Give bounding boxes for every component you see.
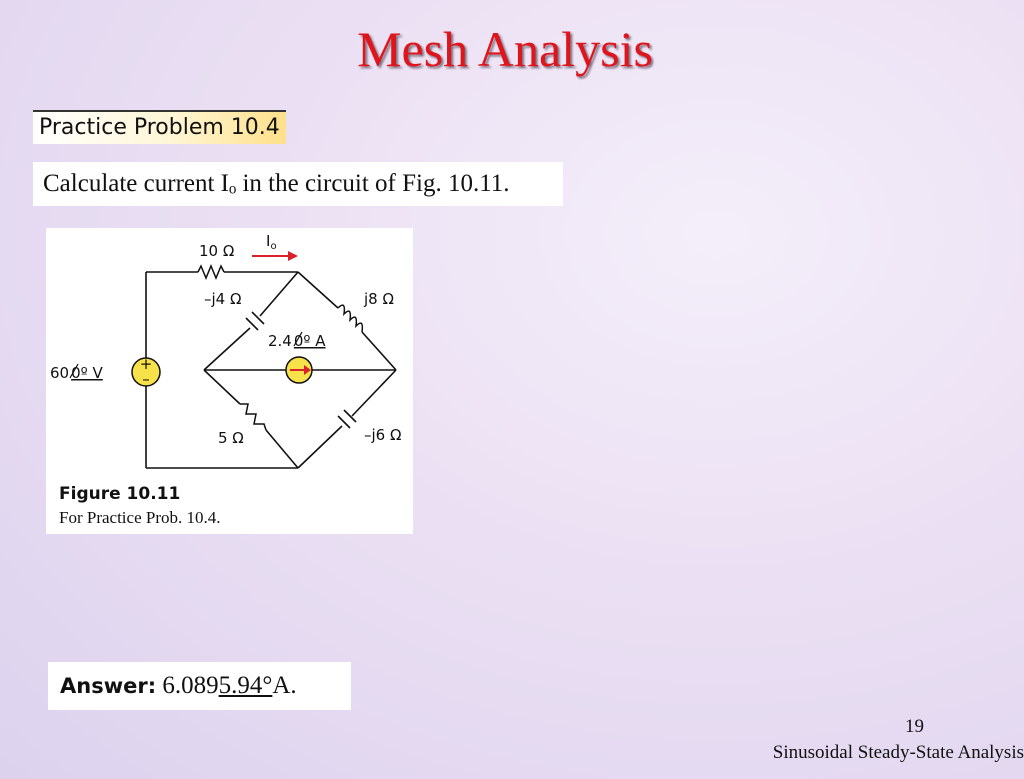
capacitor-j6-icon [337, 409, 357, 429]
plus-sign: + [140, 355, 153, 373]
resistor-5-icon [240, 403, 267, 431]
footer-text: Sinusoidal Steady-State Analysis [772, 742, 1024, 763]
label-j6: –j6 Ω [364, 426, 401, 444]
io-arrow-icon [252, 251, 298, 261]
question-box: Calculate current Iₒ in the circuit of F… [33, 162, 563, 206]
answer-unit: A. [272, 672, 297, 699]
current-source-icon [285, 356, 313, 384]
angle-symbol-voltage [69, 363, 79, 379]
label-io: Io [266, 232, 277, 252]
slide-title: Mesh Analysis [357, 21, 653, 77]
capacitor-j4-icon [245, 311, 265, 331]
answer-label: Answer: [60, 674, 157, 698]
page-number: 19 [905, 716, 924, 737]
figure-caption-title: Figure 10.11 [59, 484, 181, 504]
label-j8: j8 Ω [363, 290, 394, 308]
voltage-source-icon: + – [131, 355, 161, 388]
resistor-10-icon [197, 264, 225, 280]
label-j4: –j4 Ω [204, 290, 241, 308]
practice-problem-label: Practice Problem 10.4 [33, 110, 286, 144]
answer-magnitude: 6.089 [162, 672, 219, 699]
label-10-ohm: 10 Ω [199, 242, 234, 260]
angle-symbol-current [293, 331, 303, 347]
label-5-ohm: 5 Ω [218, 429, 244, 447]
inductor-j8-icon [337, 304, 364, 333]
figure-caption-sub: For Practice Prob. 10.4. [59, 508, 221, 527]
answer-angle: 5.94° [218, 672, 273, 699]
answer-box: Answer: 6.0895.94°A. [48, 662, 351, 710]
circuit-wires [145, 271, 397, 469]
minus-sign: – [142, 370, 150, 388]
